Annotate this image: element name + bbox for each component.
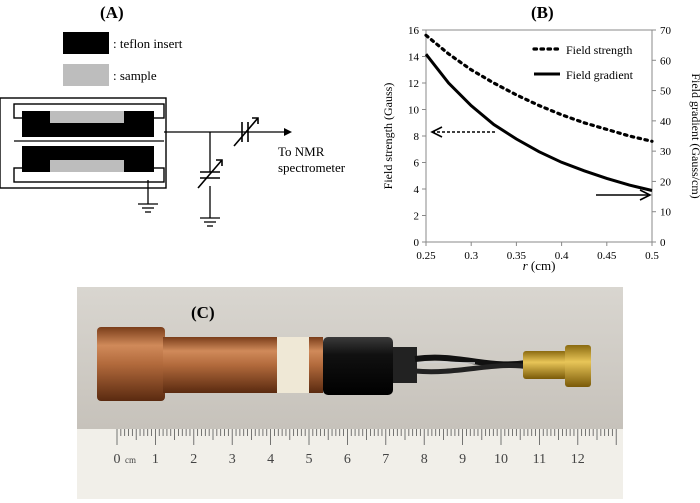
teflon-insert-lower-right [124, 146, 154, 172]
y-tick-label-7: 14 [408, 52, 420, 64]
panel-b-label: (B) [531, 3, 554, 22]
ruler-number-2: 2 [190, 452, 197, 467]
x-tick-label-5: 0.5 [645, 250, 659, 262]
x-axis-title: r (cm) [523, 258, 556, 273]
ruler-number-3: 3 [229, 452, 236, 467]
sample-upper [50, 111, 124, 123]
left-axis-indicator-arrowhead [430, 126, 443, 138]
y2-tick-label-7: 70 [660, 25, 672, 37]
teflon-insert-upper-mid [50, 123, 124, 137]
probe-black-tape [323, 337, 393, 395]
y-tick-label-3: 6 [414, 158, 420, 170]
panel-c-label: (C) [191, 303, 215, 322]
y2-axis-title: Field gradient (Gauss/cm) [689, 73, 700, 198]
y-tick-label-5: 10 [408, 105, 420, 117]
x-tick-label-3: 0.4 [555, 250, 569, 262]
legend-gradient-label: Field gradient [566, 68, 634, 82]
ruler-number-10: 10 [494, 452, 508, 467]
ruler-number-5: 5 [306, 452, 313, 467]
teflon-insert-upper-right [124, 111, 154, 137]
ruler-number-1: 1 [152, 452, 159, 467]
probe-white-band [277, 337, 309, 393]
y2-tick-label-2: 20 [660, 176, 672, 188]
legend-teflon-label: : teflon insert [113, 36, 183, 51]
y-tick-label-0: 0 [414, 237, 420, 249]
ground-symbol-right [200, 217, 220, 227]
x-axis-title-unit: (cm) [528, 258, 556, 273]
y2-tick-label-6: 60 [660, 55, 672, 67]
x-tick-label-4: 0.45 [597, 250, 617, 262]
ruler-unit: cm [125, 455, 136, 465]
nmr-output-label-line1: To NMR [278, 144, 325, 159]
y2-tick-label-4: 40 [660, 116, 672, 128]
sample-swatch [63, 64, 109, 86]
ruler-number-7: 7 [382, 452, 389, 467]
teflon-insert-upper-left [22, 111, 50, 137]
matching-capacitor-shunt [197, 159, 223, 189]
x-axis-title-variable: r [523, 258, 529, 273]
y-tick-label-2: 4 [414, 184, 420, 196]
teflon-swatch [63, 32, 109, 54]
ruler-number-8: 8 [421, 452, 428, 467]
probe-connector-tape [393, 347, 417, 383]
ruler-number-6: 6 [344, 452, 351, 467]
panel-a-label: (A) [100, 3, 124, 22]
ruler-number-9: 9 [459, 452, 466, 467]
sma-connector [523, 351, 567, 379]
probe-cap [97, 327, 165, 401]
series-field-gradient-line [424, 53, 653, 192]
teflon-insert-lower-mid [50, 146, 124, 160]
y-tick-label-1: 2 [414, 211, 420, 223]
series-field-strength-line [424, 33, 654, 143]
circuit-diagram [0, 32, 292, 227]
tuning-capacitor-series [233, 117, 259, 147]
legend-sample-label: : sample [113, 68, 157, 83]
ruler-number-4: 4 [267, 452, 274, 467]
x-tick-label-2: 0.35 [507, 250, 527, 262]
ruler-number-0: 0 [114, 452, 121, 467]
y2-tick-label-1: 10 [660, 207, 672, 219]
sample-lower [50, 160, 124, 172]
ruler-number-11: 11 [533, 452, 546, 467]
ground-symbol-left [138, 203, 158, 213]
y2-tick-label-5: 50 [660, 86, 672, 98]
nmr-output-label-line2: spectrometer [278, 160, 346, 175]
right-axis-indicator-arrowhead [639, 189, 652, 201]
legend-strength-label: Field strength [566, 43, 632, 57]
y-axis-title: Field strength (Gauss) [381, 83, 395, 190]
output-arrow [284, 128, 292, 136]
ruler-number-12: 12 [571, 452, 585, 467]
x-tick-label-1: 0.3 [464, 250, 478, 262]
y2-tick-label-3: 30 [660, 146, 672, 158]
y-tick-label-8: 16 [408, 25, 420, 37]
y2-tick-label-0: 0 [660, 237, 666, 249]
circuit-wires [147, 131, 284, 218]
y-tick-label-6: 12 [408, 78, 419, 90]
y-tick-label-4: 8 [414, 131, 420, 143]
teflon-insert-lower-left [22, 146, 50, 172]
x-tick-label-0: 0.25 [416, 250, 436, 262]
